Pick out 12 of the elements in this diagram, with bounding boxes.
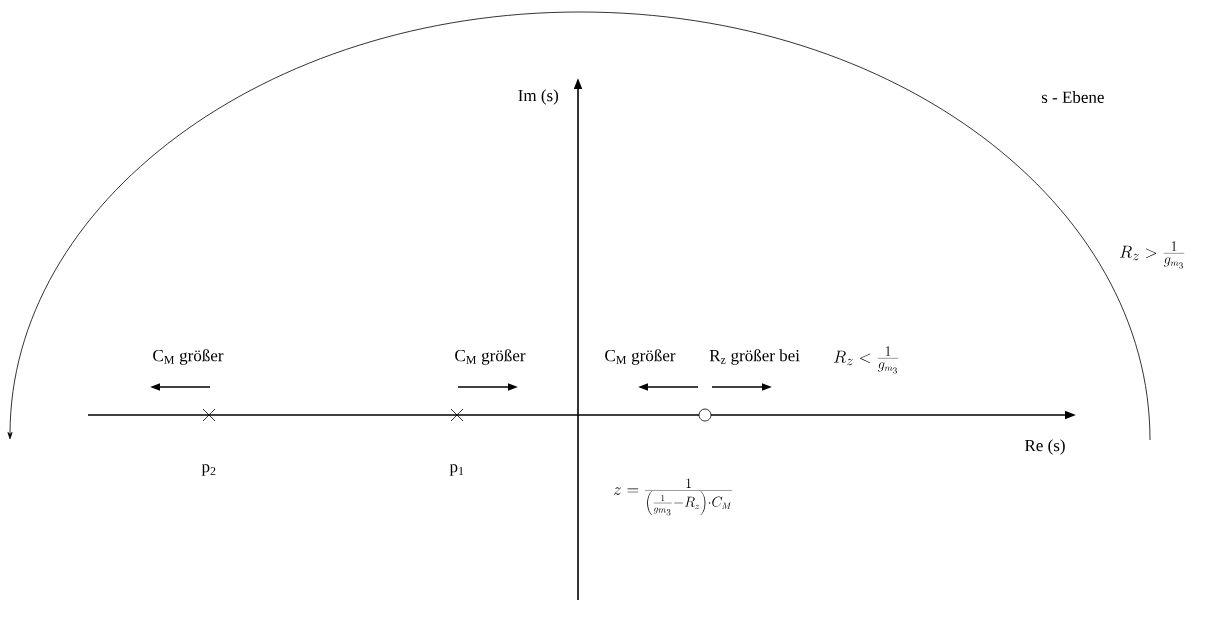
pole-label: p$_{1}$ bbox=[449, 464, 464, 476]
pole-label: p$_{2}$ bbox=[201, 464, 216, 476]
axis-label: Im (s) bbox=[518, 89, 559, 105]
plane-label: s - Ebene bbox=[1041, 91, 1104, 103]
direction-label: C$_{M}$ größer bbox=[455, 349, 526, 365]
direction-label: R$_{z}$ größer bei bbox=[709, 349, 800, 365]
condition-formula: $R_{z}<\frac{1}{g_{m_{3}}}$ bbox=[834, 346, 899, 374]
direction-label: C$_{M}$ größer bbox=[605, 349, 676, 365]
direction-label: C$_{M}$ größer bbox=[153, 349, 224, 365]
zero-formula: $z=\frac{1}{\left(\frac{1}{g_{m_{3}}}-R_{z}\right)\cdot C_{M}}$ bbox=[613, 478, 732, 516]
condition-formula: $R_{z}>\frac{1}{g_{m_{3}}}$ bbox=[1120, 241, 1185, 269]
axis-label: Re (s) bbox=[1024, 439, 1065, 455]
